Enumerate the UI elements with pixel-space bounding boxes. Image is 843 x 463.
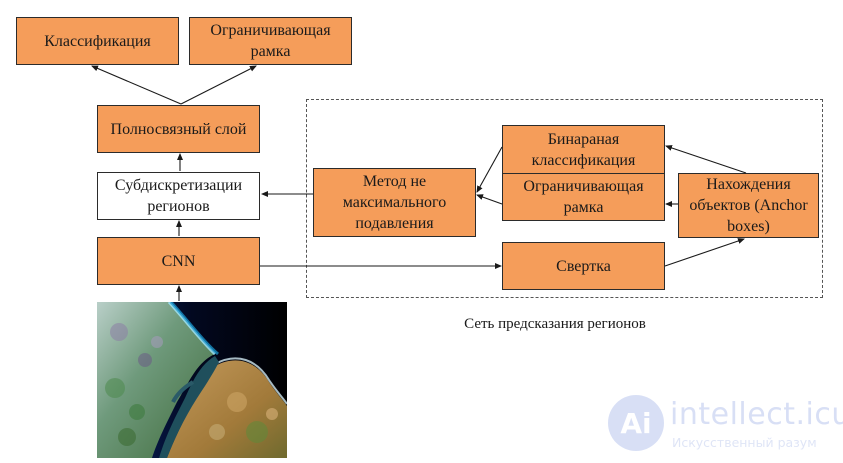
rpn-bounding-box-box: Ограничивающая рамка [502, 173, 665, 221]
bounding-box-output-box: Ограничивающая рамка [189, 17, 352, 65]
box-label: Нахождения [706, 176, 791, 193]
arrow-fc-to-classification [91, 65, 182, 105]
satellite-image [97, 302, 287, 458]
box-label: Субдискретизации [114, 177, 243, 194]
box-label: Свертка [556, 257, 611, 275]
box-label: boxes) [727, 218, 770, 235]
box-label: Метод не [362, 173, 427, 190]
convolution-box: Свертка [502, 242, 665, 290]
roi-pooling-box: Субдискретизации регионов [97, 172, 260, 220]
region-proposal-network-frame [306, 99, 823, 298]
box-label: CNN [161, 252, 196, 270]
arrow-conv-to-anchor [664, 238, 745, 267]
watermark-title: intellect.icu [670, 397, 843, 432]
box-label: максимального [342, 194, 447, 211]
non-max-suppression-box: Метод не максимального подавления [313, 168, 476, 237]
box-label: Бинараная [547, 130, 620, 148]
arrow-binclass-to-nms [476, 146, 503, 193]
box-label: рамка [250, 43, 291, 60]
box-label: Ограничивающая [210, 22, 331, 39]
watermark-subtitle: Искусственный разум [672, 435, 817, 450]
arrow-bbox-to-nms [476, 194, 503, 205]
box-label: регионов [147, 198, 210, 215]
box-label: Классификация [44, 32, 151, 50]
ai-logo-icon: Ai [608, 395, 664, 451]
fully-connected-layer-box: Полносвязный слой [97, 105, 260, 153]
watermark: Ai intellect.icu Искусственный разум [608, 395, 843, 455]
anchor-boxes-box: Нахождения объектов (Anchor boxes) [678, 173, 819, 238]
box-label: рамка [563, 199, 604, 216]
cnn-box: CNN [97, 237, 260, 285]
region-frame-caption: Сеть предсказания регионов [464, 316, 646, 332]
arrow-fc-to-bbox [180, 65, 257, 105]
arrow-anchor-to-binclass [665, 145, 747, 174]
box-label: Полносвязный слой [110, 120, 247, 138]
box-label: Ограничивающая [523, 178, 644, 195]
box-label: классификация [531, 151, 636, 169]
box-label: объектов (Anchor [689, 197, 808, 214]
box-label: подавления [355, 215, 434, 232]
classification-box: Классификация [16, 17, 179, 65]
